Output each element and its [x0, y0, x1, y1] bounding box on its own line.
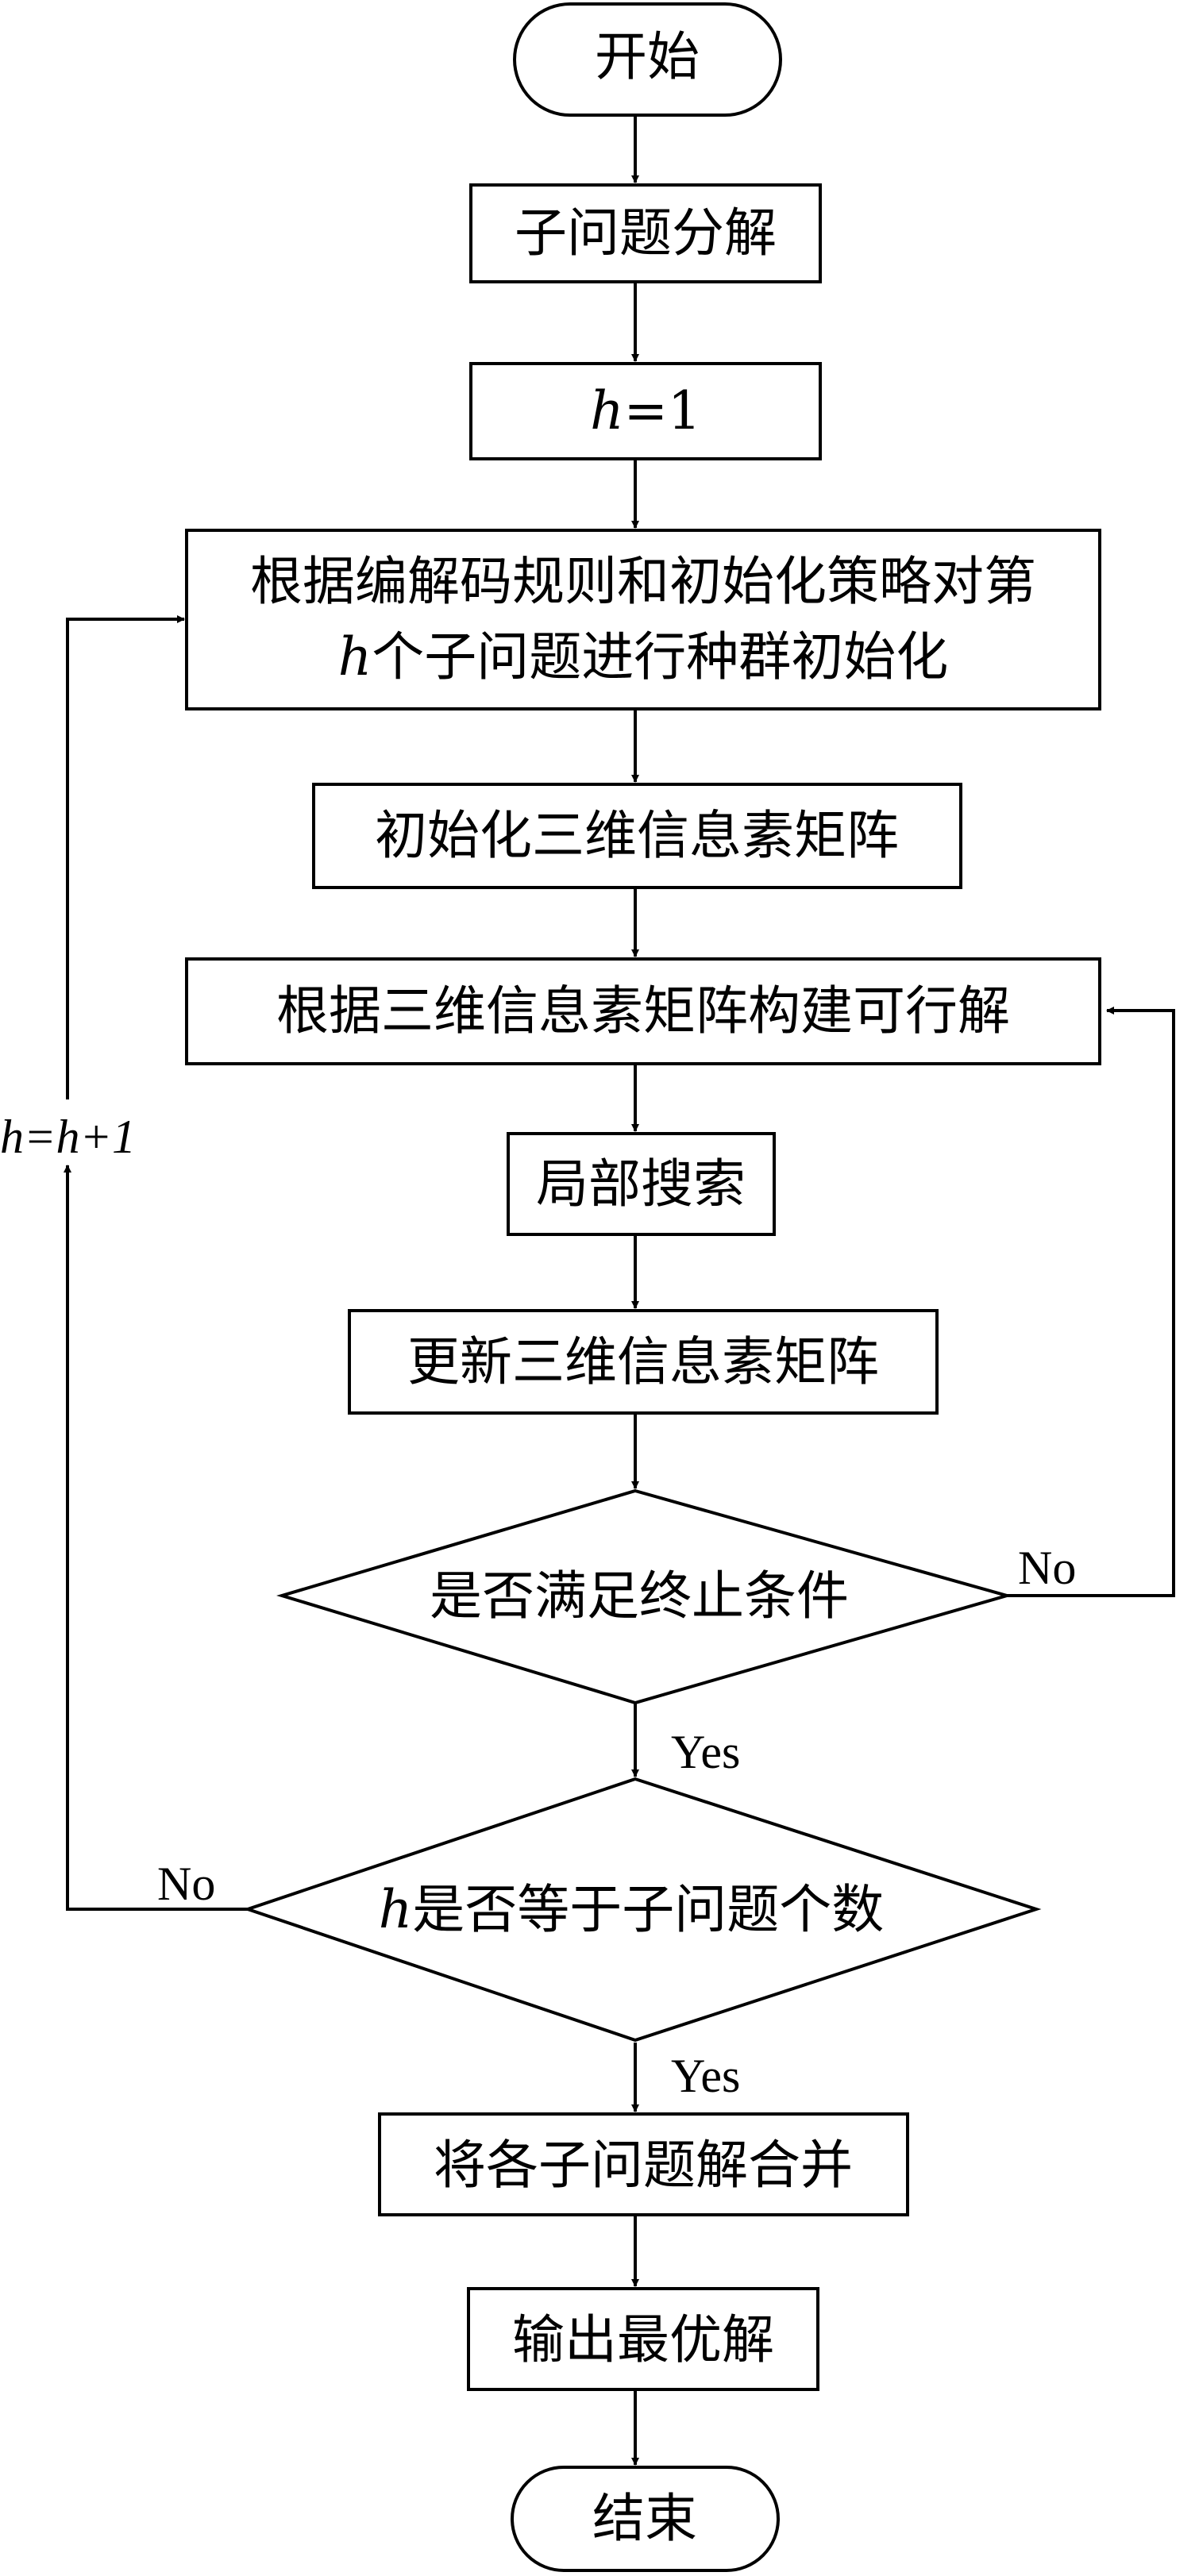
init-matrix-node: 初始化三维信息素矩阵 [312, 783, 962, 889]
init-population-node: 根据编解码规则和初始化策略对第 h个子问题进行种群初始化 [185, 529, 1101, 710]
h-init-label: h=1 [590, 380, 701, 441]
build-solution-label: 根据三维信息素矩阵构建可行解 [276, 980, 1010, 1042]
output-label: 输出最优解 [512, 2309, 774, 2370]
init-population-var: h [338, 626, 372, 687]
stop-no-label: No [1018, 1542, 1076, 1594]
stop-condition-node: 是否满足终止条件 [276, 1488, 1013, 1705]
update-matrix-node: 更新三维信息素矩阵 [348, 1309, 939, 1415]
init-population-line1: 根据编解码规则和初始化策略对第 [250, 551, 1036, 612]
stop-condition-label: 是否满足终止条件 [430, 1565, 849, 1627]
output-node: 输出最优解 [467, 2287, 819, 2391]
init-population-rest: 个子问题进行种群初始化 [372, 626, 948, 687]
merge-node: 将各子问题解合并 [378, 2112, 909, 2216]
merge-label: 将各子问题解合并 [434, 2135, 853, 2196]
end-label: 结束 [592, 2488, 697, 2549]
h-init-rest: =1 [624, 380, 701, 441]
start-label: 开始 [595, 26, 700, 87]
edge-h-check-no-loop [64, 1165, 248, 1911]
h-check-no-label: No [157, 1858, 215, 1910]
edges [64, 115, 1175, 2466]
h-check-yes-label: Yes [671, 2050, 740, 2102]
h-init-node: h=1 [469, 362, 822, 460]
edge-h-increment [66, 615, 185, 1099]
stop-yes-label: Yes [671, 1726, 740, 1778]
h-check-rest: 是否等于子问题个数 [412, 1879, 884, 1940]
h-increment-label: h=h+1 [0, 1111, 136, 1163]
update-matrix-label: 更新三维信息素矩阵 [407, 1331, 879, 1392]
start-node: 开始 [513, 2, 782, 117]
build-solution-node: 根据三维信息素矩阵构建可行解 [185, 957, 1101, 1065]
decompose-node: 子问题分解 [469, 183, 822, 283]
h-check-node: h是否等于子问题个数 [242, 1777, 1042, 2043]
end-node: 结束 [511, 2466, 780, 2572]
h-init-var: h [590, 380, 624, 441]
h-check-label: h是否等于子问题个数 [379, 1879, 885, 1940]
h-check-var: h [379, 1879, 413, 1940]
init-matrix-label: 初始化三维信息素矩阵 [375, 805, 899, 866]
init-population-line2: h个子问题进行种群初始化 [338, 626, 949, 687]
local-search-node: 局部搜索 [507, 1132, 776, 1236]
decompose-label: 子问题分解 [515, 202, 777, 264]
local-search-label: 局部搜索 [536, 1153, 746, 1215]
edge-stop-no-loop [1007, 1007, 1175, 1597]
